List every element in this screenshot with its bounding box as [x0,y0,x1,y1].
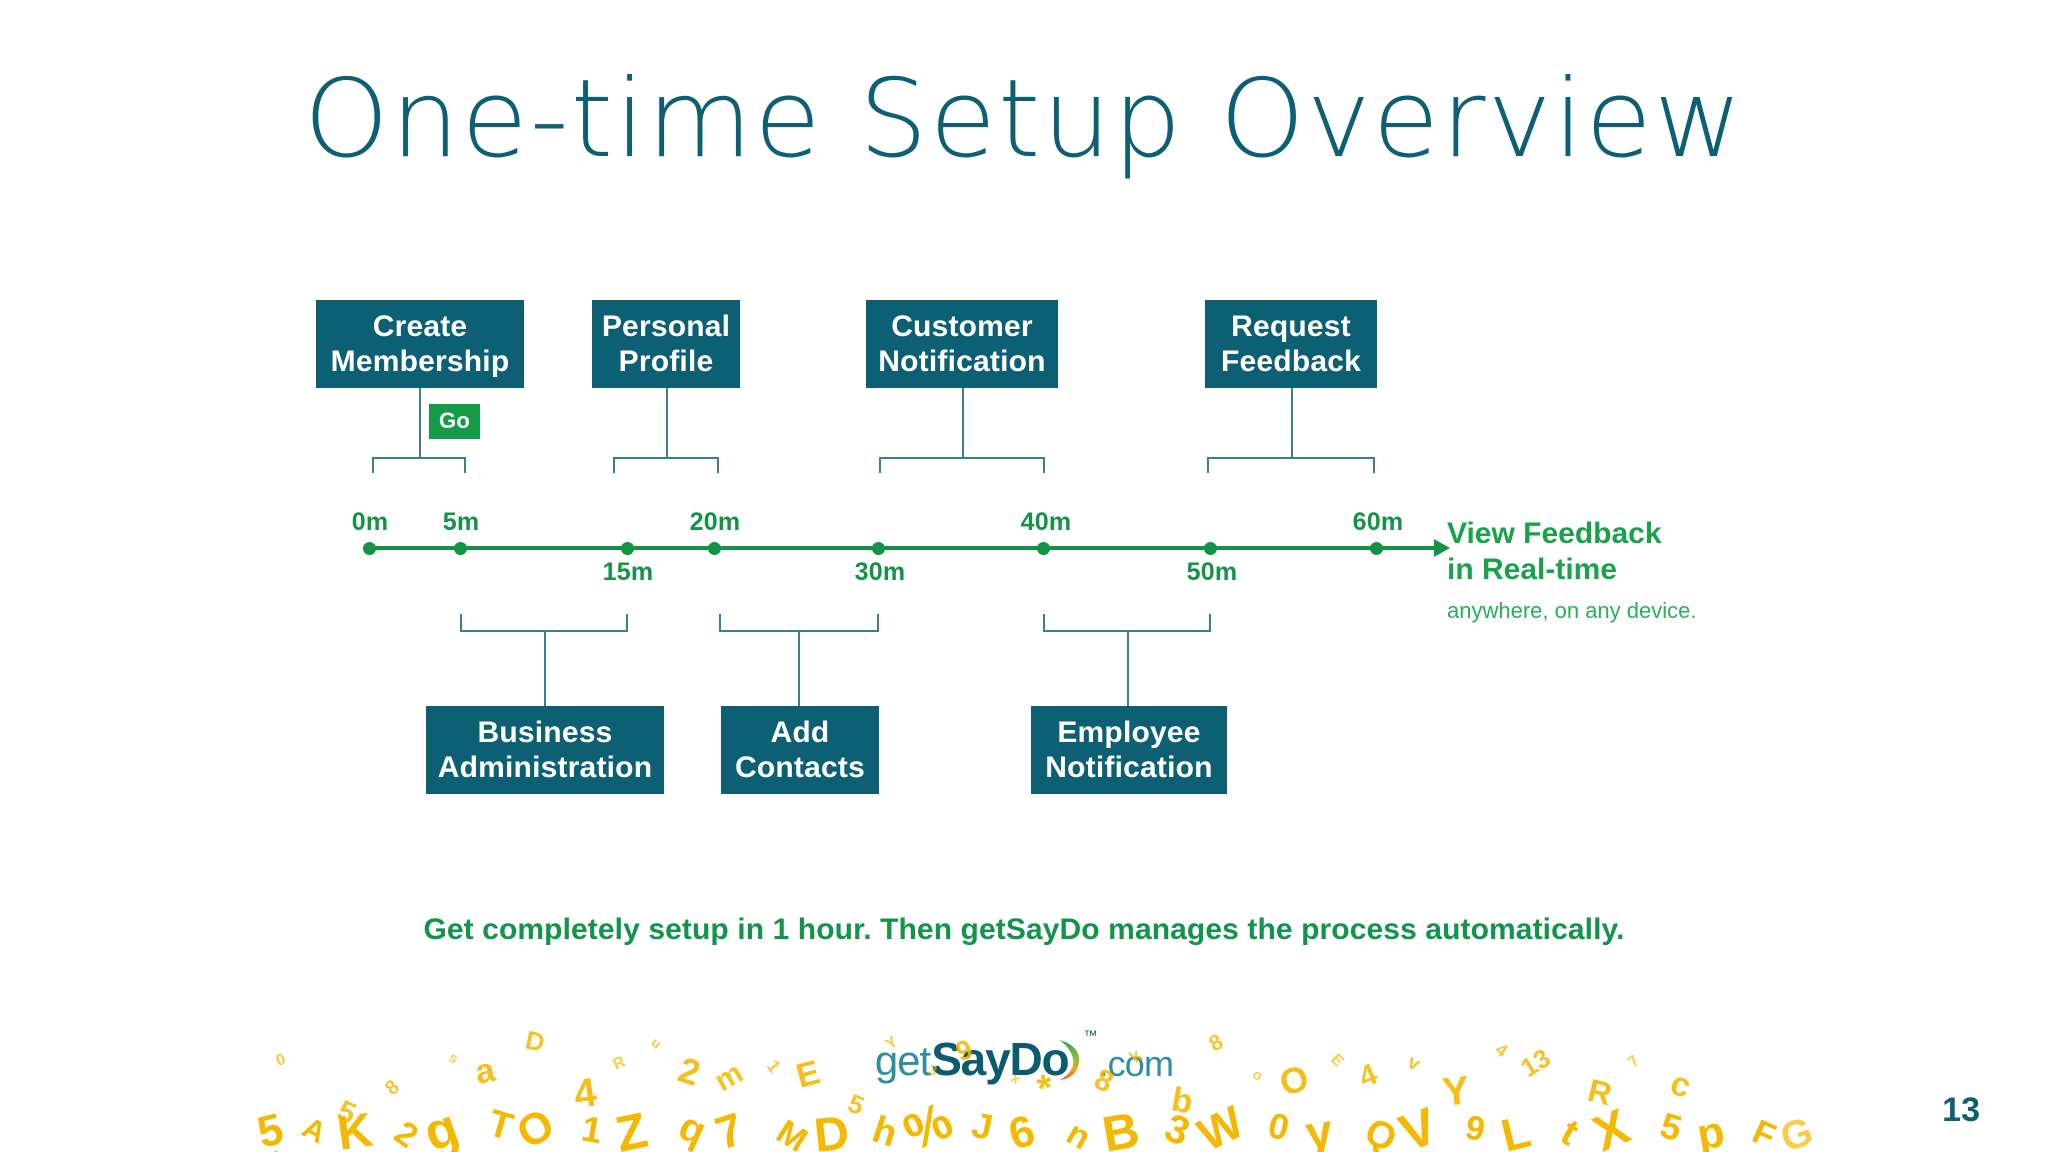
node-label-line1: Customer [891,309,1033,343]
connector-tick-left-add-contacts [719,614,721,630]
timeline-dot-5m[interactable] [454,542,467,555]
timeline-label-30m: 30m [854,558,906,586]
timeline-label-50m: 50m [1186,558,1238,586]
node-label-line2: Notification [1045,751,1213,784]
caption-line1: View Feedback [1447,517,1662,550]
node-label-line1: Business [477,715,613,749]
node-label-line1: Create [372,309,468,343]
timeline-dot-40m[interactable] [1037,542,1050,555]
logo-arc-icon [1052,1036,1082,1082]
timeline-dot-15m[interactable] [621,542,634,555]
timeline-label-5m: 5m [442,508,480,536]
node-label-line2: Membership [330,345,510,378]
connector-stem-create-membership [419,388,421,458]
node-business-administration[interactable]: Business Administration [426,706,664,794]
node-label-line2: Feedback [1221,345,1361,378]
go-badge[interactable]: Go [429,404,481,439]
node-label-line2: Notification [878,345,1046,378]
node-label-line2: Profile [618,345,714,378]
connector-tick-left-employee-notification [1043,614,1045,630]
logo-com-text: .com [1098,1043,1174,1084]
connector-stem-request-feedback [1291,388,1293,458]
timeline-label-40m: 40m [1020,508,1072,536]
connector-bracket-personal-profile [613,457,719,459]
timeline-dot-0m[interactable] [363,542,376,555]
connector-tick-right-customer-notification [1043,457,1045,473]
node-label-line1: Request [1231,309,1351,343]
connector-bracket-customer-notification [879,457,1045,459]
connector-tick-left-personal-profile [613,457,615,473]
connector-stem-personal-profile [666,388,668,458]
timeline-label-15m: 15m [602,558,654,586]
connector-stem-business-administration [544,630,546,706]
node-add-contacts[interactable]: Add Contacts [721,706,879,794]
connector-tick-right-request-feedback [1373,457,1375,473]
connector-tick-left-create-membership [372,457,374,473]
node-employee-notification[interactable]: Employee Notification [1031,706,1227,794]
timeline-label-60m: 60m [1352,508,1404,536]
timeline-axis [368,546,1436,550]
connector-tick-right-personal-profile [717,457,719,473]
page-title: One-time Setup Overview [303,57,1745,182]
logo-get-text: get [874,1037,931,1084]
timeline-label-0m: 0m [351,508,389,536]
node-label-line2: Administration [437,751,653,784]
connector-tick-right-create-membership [464,457,466,473]
connector-tick-left-request-feedback [1207,457,1209,473]
node-label-line1: Personal [601,309,731,343]
connector-tick-left-business-administration [460,614,462,630]
connector-tick-right-employee-notification [1209,614,1211,630]
node-personal-profile[interactable]: Personal Profile [592,300,740,388]
caption-subtitle: anywhere, on any device. [1447,598,1697,623]
node-label-line1: Employee [1057,715,1201,749]
connector-bracket-request-feedback [1207,457,1375,459]
node-customer-notification[interactable]: Customer Notification [866,300,1058,388]
connector-tick-left-customer-notification [879,457,881,473]
logo-saydo-text: SayDo [931,1033,1069,1085]
timeline-dot-50m[interactable] [1204,542,1217,555]
connector-stem-customer-notification [962,388,964,458]
node-request-feedback[interactable]: Request Feedback [1205,300,1377,388]
connector-stem-add-contacts [798,630,800,706]
connector-stem-employee-notification [1127,630,1129,706]
timeline-dot-60m[interactable] [1370,542,1383,555]
getsaydo-logo[interactable]: get SayDo ™ .com [874,1026,1174,1085]
connector-bracket-create-membership [372,457,466,459]
timeline-label-20m: 20m [689,508,741,536]
node-create-membership[interactable]: Create Membership [316,300,524,388]
timeline-arrow-icon [1434,539,1450,557]
page-number: 13 [1942,1091,1980,1129]
footer-tagline: Get completely setup in 1 hour. Then get… [423,913,1625,946]
logo-trademark-symbol: ™ [1083,1027,1098,1043]
view-feedback-caption: View Feedback in Real-time anywhere, on … [1447,516,1757,625]
caption-line2: in Real-time [1447,553,1618,586]
timeline-dot-30m[interactable] [872,542,885,555]
node-label-line1: Add [770,715,830,749]
connector-tick-right-business-administration [626,614,628,630]
connector-tick-right-add-contacts [877,614,879,630]
timeline-dot-20m[interactable] [708,542,721,555]
node-label-line2: Contacts [735,751,865,784]
